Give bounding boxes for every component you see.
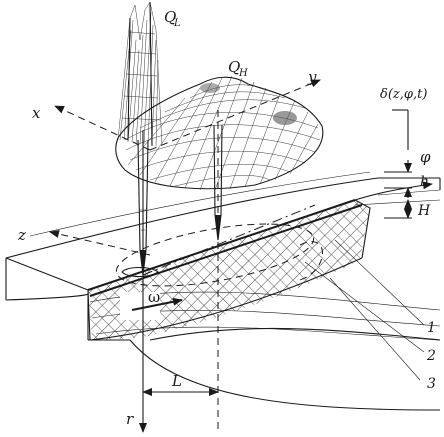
powder-nozzle [213, 124, 223, 241]
q-laser-subscript: L [173, 18, 181, 29]
track-centerline [142, 204, 316, 276]
phi-label: φ [420, 148, 431, 166]
h-label: h [420, 174, 429, 190]
omega-label: ω [148, 288, 160, 306]
callout-2: 2 [426, 348, 436, 364]
laser-nozzle [137, 139, 149, 276]
q-laser-label: Q [164, 8, 176, 26]
q-heat-label: Q [228, 58, 240, 76]
pool-front-curve [299, 241, 323, 281]
callout-1: 1 [427, 320, 436, 336]
phi-arrow [354, 181, 433, 201]
y-axis-label: y [307, 68, 317, 86]
x-axis-label: x [32, 104, 41, 122]
coating-track [87, 199, 371, 341]
rotation-arrow [131, 297, 183, 311]
z-axis [49, 230, 151, 256]
heat-source-distribution [115, 75, 324, 191]
callout-leaders [304, 239, 425, 381]
L-label: L [171, 372, 182, 390]
r-axis-label: r [126, 410, 134, 428]
laser-spot-swirl [121, 266, 159, 278]
callout-3: 3 [427, 376, 436, 392]
melt-pool-outline [115, 223, 315, 287]
coordinate-axes [49, 79, 321, 433]
z-axis-label: z [17, 226, 26, 244]
x-axis [54, 105, 151, 151]
q-heat-subscript: H [238, 68, 248, 79]
delta-label: δ(z,φ,t) [380, 87, 427, 102]
y-axis [149, 79, 321, 151]
laser-beam-distribution [117, 1, 163, 147]
H-label: H [417, 203, 431, 219]
thickness-dimensions [384, 109, 412, 219]
